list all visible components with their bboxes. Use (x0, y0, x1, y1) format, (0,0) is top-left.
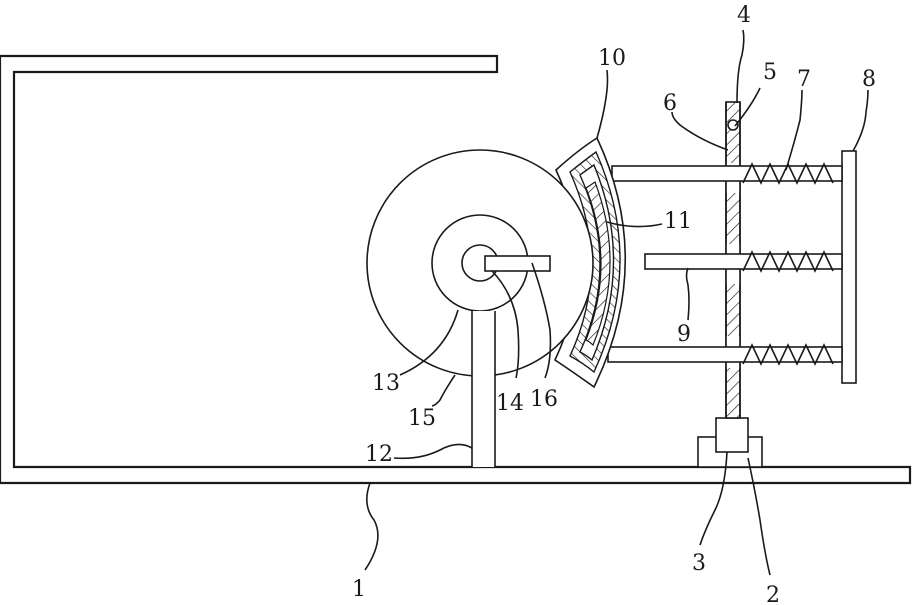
label-16: 16 (530, 387, 558, 412)
handle-bar (485, 256, 550, 271)
label-10: 10 (598, 46, 626, 71)
slider-base (698, 418, 762, 467)
label-13: 13 (372, 371, 400, 396)
label-14: 14 (496, 391, 524, 416)
end-plate (842, 151, 856, 383)
support-post (472, 311, 495, 467)
label-3: 3 (692, 551, 706, 576)
label-4: 4 (737, 3, 751, 28)
label-2: 2 (766, 583, 780, 605)
label-7: 7 (797, 67, 811, 92)
label-8: 8 (862, 67, 876, 92)
guide-rods (608, 166, 842, 362)
label-1: 1 (352, 577, 366, 602)
label-6: 6 (663, 91, 677, 116)
label-9: 9 (677, 322, 691, 347)
label-11: 11 (664, 209, 692, 234)
label-12: 12 (365, 442, 393, 467)
label-5: 5 (763, 60, 777, 85)
label-15: 15 (408, 406, 436, 431)
